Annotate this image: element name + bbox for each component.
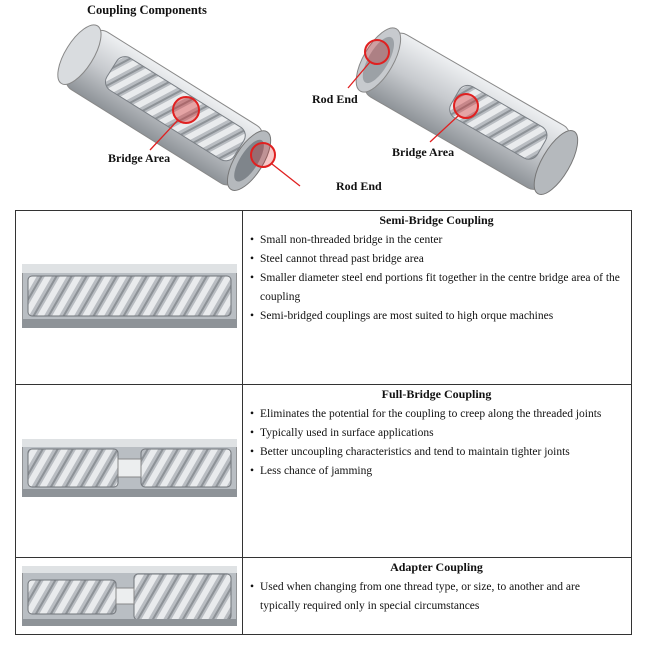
row-semi-bridge: Semi-Bridge Coupling Small non-threaded …: [16, 211, 631, 385]
diagram-title: Coupling Components: [87, 3, 207, 17]
adapter-thread-icon: [22, 566, 237, 626]
bullet: Typically used in surface applications: [250, 424, 623, 443]
rod-end-leader-right: [347, 61, 371, 89]
bullet: Less chance of jamming: [250, 462, 623, 481]
bridge-area-leader-left: [149, 119, 179, 151]
bullet: Better uncoupling characteristics and te…: [250, 443, 623, 462]
semi-bridge-description: Semi-Bridge Coupling Small non-threaded …: [244, 211, 631, 326]
rod-end-callout-right: [364, 39, 390, 65]
full-bridge-thread-icon: [22, 439, 237, 497]
label-rod-end-bottom: Rod End: [336, 179, 382, 193]
adapter-bullets: Used when changing from one thread type,…: [250, 578, 623, 616]
semi-bridge-illustration-cell: [16, 211, 243, 384]
coupling-types-table: Semi-Bridge Coupling Small non-threaded …: [15, 210, 632, 635]
bullet: Eliminates the potential for the couplin…: [250, 405, 623, 424]
semi-bridge-thread-icon: [22, 264, 237, 328]
bullet: Semi-bridged couplings are most suited t…: [250, 307, 623, 326]
bridge-area-callout-left: [172, 96, 200, 124]
left-coupling-cylinder: [57, 24, 272, 191]
adapter-description: Adapter Coupling Used when changing from…: [244, 558, 631, 616]
right-coupling-cylinder: [355, 27, 579, 195]
bullet: Used when changing from one thread type,…: [250, 578, 623, 616]
full-bridge-description: Full-Bridge Coupling Eliminates the pote…: [244, 385, 631, 481]
bridge-area-leader-right: [429, 115, 459, 143]
rod-end-callout-left: [250, 142, 276, 168]
row-full-bridge: Full-Bridge Coupling Eliminates the pote…: [16, 385, 631, 558]
adapter-title: Adapter Coupling: [390, 560, 483, 574]
full-bridge-bullets: Eliminates the potential for the couplin…: [250, 405, 623, 481]
bullet: Steel cannot thread past bridge area: [250, 250, 623, 269]
label-bridge-area-right: Bridge Area: [392, 145, 455, 159]
coupling-components-illustration: [57, 24, 579, 195]
rod-end-leader-left: [271, 163, 301, 187]
label-rod-end-top: Rod End: [312, 92, 358, 106]
bridge-area-callout-right: [453, 93, 479, 119]
row-adapter: Adapter Coupling Used when changing from…: [16, 558, 631, 635]
bullet: Small non-threaded bridge in the center: [250, 231, 623, 250]
full-bridge-title: Full-Bridge Coupling: [381, 387, 492, 401]
label-bridge-area-left: Bridge Area: [108, 151, 171, 165]
semi-bridge-bullets: Small non-threaded bridge in the center …: [250, 231, 623, 326]
adapter-illustration-cell: [16, 558, 243, 635]
semi-bridge-title: Semi-Bridge Coupling: [379, 213, 494, 227]
full-bridge-illustration-cell: [16, 385, 243, 557]
bullet: Smaller diameter steel end portions fit …: [250, 269, 623, 307]
